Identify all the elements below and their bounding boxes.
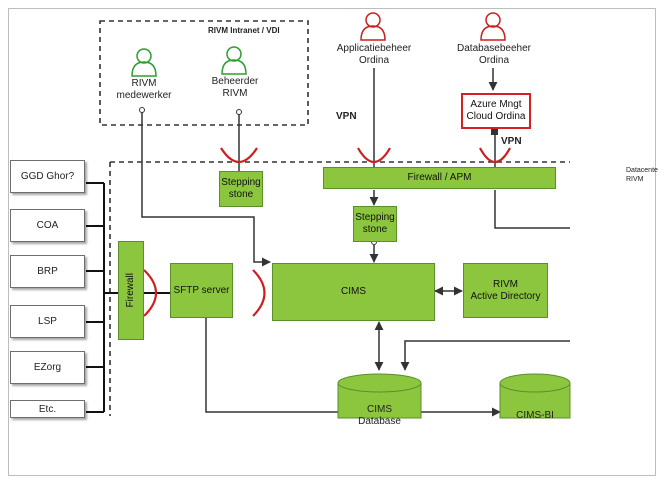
actor-beheerder-rivm: Beheerder RIVM bbox=[211, 76, 259, 99]
source-box: COA bbox=[10, 209, 85, 242]
stepping-stone-box: Stepping stone bbox=[353, 206, 397, 242]
medewerker-to-cims-line bbox=[141, 110, 271, 267]
apm-to-datacenter-line bbox=[494, 190, 570, 229]
person-icon bbox=[221, 46, 247, 75]
azure-mngt-box: Azure Mngt Cloud Ordina bbox=[461, 93, 531, 129]
person-icon bbox=[131, 48, 157, 77]
actor-databasebeheer: Databasebeeher Ordina bbox=[457, 43, 531, 66]
intranet-group-label: RIVM Intranet / VDI bbox=[208, 26, 280, 35]
source-box: LSP bbox=[10, 305, 85, 338]
source-box: GGD Ghor? bbox=[10, 160, 85, 193]
vpn-label: VPN bbox=[501, 136, 522, 147]
firewall-label: Firewall bbox=[125, 273, 136, 308]
stepping-stone-box: Stepping stone bbox=[219, 171, 263, 207]
firewall-box: Firewall bbox=[118, 241, 144, 340]
cims-bi-label: CIMS-BI bbox=[516, 410, 554, 421]
cims-database-label: CIMS Database bbox=[358, 404, 401, 427]
sftp-server-box: SFTP server bbox=[170, 263, 233, 318]
datacenter-boundary bbox=[109, 161, 570, 416]
intranet-group-border bbox=[99, 20, 309, 126]
person-icon bbox=[360, 12, 386, 41]
cims-box: CIMS bbox=[272, 263, 435, 321]
firewall-arcs bbox=[143, 147, 511, 317]
person-icons bbox=[131, 12, 506, 77]
source-box: EZorg bbox=[10, 351, 85, 384]
active-directory-box: RIVM Active Directory bbox=[463, 263, 548, 318]
actor-applicatiebeheer: Applicatiebeheer Ordina bbox=[336, 43, 412, 66]
actor-rivm-medewerker: RIVM medewerker bbox=[116, 78, 172, 101]
datacenter-label: Datacente RIVM bbox=[626, 167, 658, 183]
vpn-label: VPN bbox=[336, 111, 357, 122]
datacenter-to-db-line bbox=[400, 340, 570, 371]
cims-database-cylinder bbox=[337, 373, 422, 419]
source-box: Etc. bbox=[10, 400, 85, 418]
firewall-apm-box: Firewall / APM bbox=[323, 167, 556, 189]
source-connectors bbox=[86, 182, 170, 413]
source-box: BRP bbox=[10, 255, 85, 288]
person-icon bbox=[480, 12, 506, 41]
cims-bi-cylinder bbox=[499, 373, 571, 419]
